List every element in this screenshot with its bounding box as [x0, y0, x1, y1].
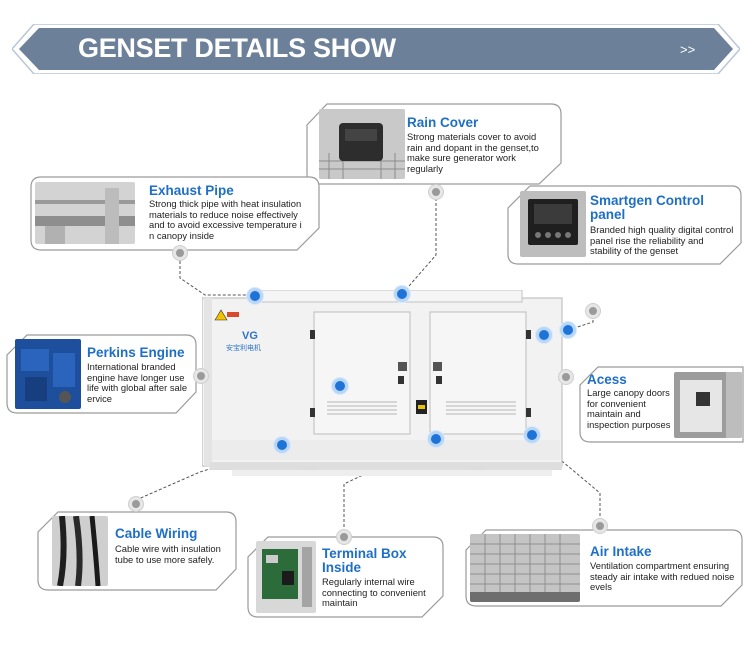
rain-cover-title: Rain Cover	[407, 115, 479, 130]
access-desc: Large canopy doors for convenient mainta…	[587, 387, 671, 430]
perkins-engine-pin	[194, 369, 208, 383]
air-intake-photo	[470, 534, 580, 602]
cable-wiring-title: Cable Wiring	[115, 526, 198, 541]
callout-control-panel: Smartgen Control panel Branded high qual…	[506, 185, 742, 265]
control-panel-desc: Branded high quality digital control pan…	[590, 224, 734, 257]
cable-wiring-photo	[52, 516, 108, 586]
exhaust-pipe-desc: Strong thick pipe with heat insulation m…	[149, 198, 302, 241]
exhaust-pipe-title: Exhaust Pipe	[149, 183, 234, 198]
page-title: GENSET DETAILS SHOW	[78, 33, 396, 63]
more-link[interactable]: >>	[680, 42, 696, 57]
access-title: Acess	[587, 372, 627, 387]
control-panel-title: Smartgen Control panel	[590, 193, 705, 222]
cable-wiring-pin	[129, 497, 143, 511]
callout-exhaust-pipe: Exhaust Pipe Strong thick pipe with heat…	[29, 176, 320, 251]
hotspot-air-intake[interactable]	[524, 427, 540, 443]
air-intake-pin	[593, 519, 607, 533]
rain-cover-desc: Strong materials cover to avoid rain and…	[407, 131, 539, 174]
generator-brand-text: 安宝利电机	[226, 343, 261, 352]
terminal-box-photo	[256, 541, 316, 613]
terminal-box-desc: Regularly internal wire connecting to co…	[322, 576, 426, 609]
hotspot-control-panel[interactable]	[560, 322, 576, 338]
hotspot-exhaust[interactable]	[247, 288, 263, 304]
perkins-engine-title: Perkins Engine	[87, 345, 185, 360]
hotspot-engine[interactable]	[332, 378, 348, 394]
control-panel-photo	[520, 191, 586, 257]
perkins-engine-desc: International branded engine have longer…	[87, 361, 188, 404]
generator-logo: VG	[242, 330, 258, 342]
control-panel-pin	[586, 304, 600, 318]
callout-terminal-box: Terminal Box Inside Regularly internal w…	[246, 536, 444, 618]
header-banner	[12, 24, 740, 74]
air-intake-title: Air Intake	[590, 544, 652, 559]
hotspot-terminal[interactable]	[428, 431, 444, 447]
access-photo	[674, 372, 742, 438]
exhaust-pipe-pin	[173, 246, 187, 260]
cable-wiring-desc: Cable wire with insulation tube to use m…	[115, 543, 221, 565]
terminal-box-pin	[337, 530, 351, 544]
generator-canopy: VG 安宝利电机	[202, 290, 563, 476]
terminal-box-title: Terminal Box Inside	[322, 546, 407, 575]
hotspot-access[interactable]	[536, 327, 552, 343]
hotspot-cable[interactable]	[274, 437, 290, 453]
air-intake-desc: Ventilation compartment ensuring steady …	[590, 560, 735, 593]
callout-air-intake: Air Intake Ventilation compartment ensur…	[464, 529, 744, 607]
hotspot-rain-cover[interactable]	[394, 286, 410, 302]
callout-access: Acess Large canopy doors for convenient …	[578, 366, 744, 443]
callout-cable-wiring: Cable Wiring Cable wire with insulation …	[36, 511, 238, 591]
rain-cover-photo	[319, 109, 405, 179]
access-pin	[559, 370, 573, 384]
callout-perkins-engine: Perkins Engine International branded eng…	[5, 334, 197, 414]
perkins-engine-photo	[15, 339, 81, 409]
exhaust-pipe-photo	[35, 182, 135, 244]
callout-rain-cover: Rain Cover Strong materials cover to avo…	[305, 103, 563, 185]
rain-cover-pin	[429, 185, 443, 199]
